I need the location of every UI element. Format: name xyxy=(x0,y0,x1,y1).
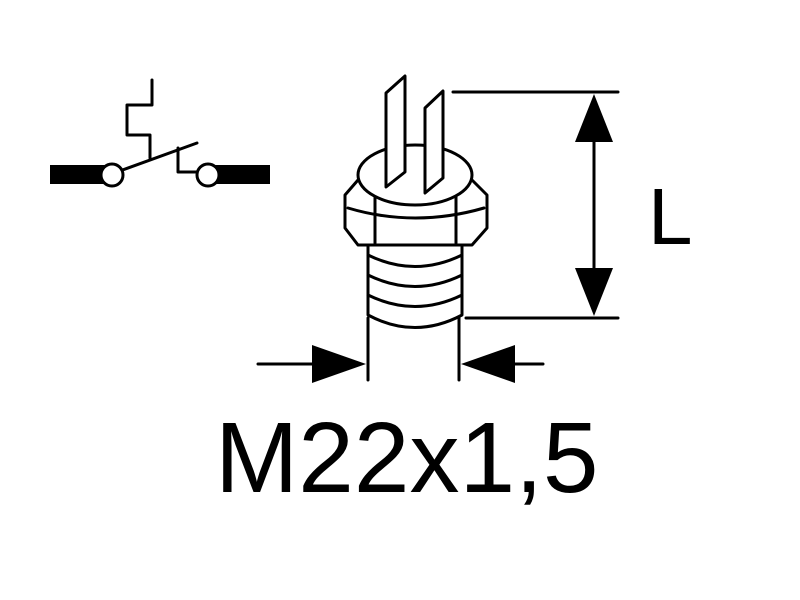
thread-label: M22x1,5 xyxy=(215,402,599,514)
thread-body xyxy=(366,238,464,329)
thread-line-1 xyxy=(366,253,464,268)
threaded-sensor-icon xyxy=(343,74,489,329)
switch-blade xyxy=(115,141,199,174)
switch-lead-right xyxy=(215,165,270,184)
switch-lead-left xyxy=(50,165,105,184)
thread-arrow-left xyxy=(312,345,366,383)
thread-line-3 xyxy=(366,293,464,308)
switch-contact-left xyxy=(99,162,125,188)
terminal-tab-right xyxy=(423,89,445,195)
dimension-label: L xyxy=(648,172,693,261)
thermal-actuator xyxy=(125,78,154,160)
thermal-switch-symbol-icon xyxy=(50,78,270,188)
length-dimension xyxy=(451,90,620,320)
thread-arrow-right xyxy=(461,345,515,383)
switch-contact-step xyxy=(176,146,205,174)
switch-contact-right xyxy=(195,162,221,188)
dimension-arrow-down xyxy=(575,268,613,316)
terminal-tab-left xyxy=(384,74,407,189)
dimension-arrow-up xyxy=(575,94,613,142)
thread-line-2 xyxy=(366,273,464,288)
hex-chamfer xyxy=(346,206,486,220)
sensor-collar xyxy=(356,143,474,207)
thread-dimension xyxy=(256,316,545,383)
